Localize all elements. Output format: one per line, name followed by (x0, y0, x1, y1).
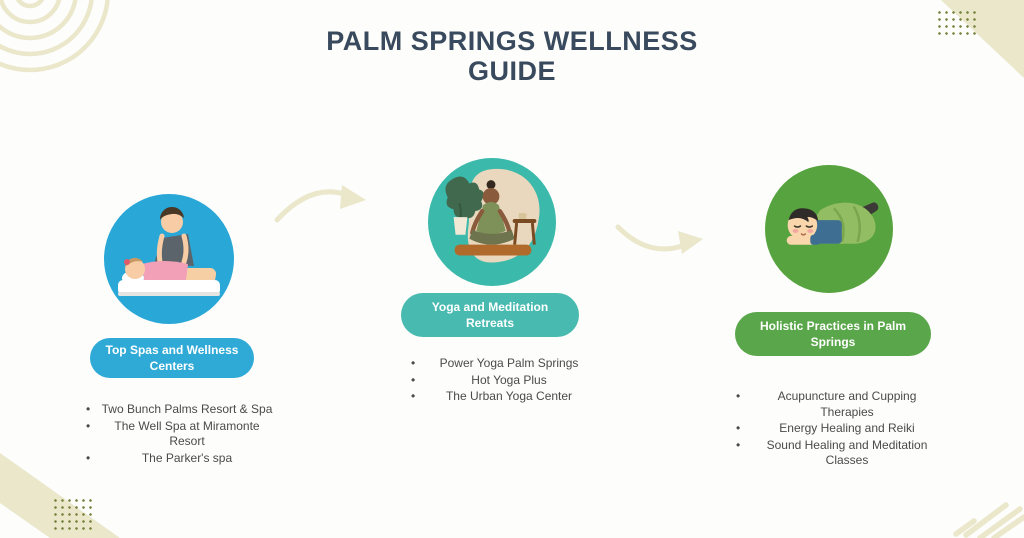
holistic-section-pill: Holistic Practices in Palm Springs (735, 312, 931, 356)
dot-grid-decoration (52, 497, 93, 532)
bullet-icon: • (736, 421, 741, 435)
yoga-section-circle (428, 158, 556, 286)
bullet-icon: • (86, 418, 91, 433)
diagonal-streaks-decoration (953, 502, 1024, 538)
bullet-icon: • (411, 389, 416, 403)
list-item: • The Well Spa at Miramonte Resort (78, 419, 274, 450)
spa-section-pill: Top Spas and Wellness Centers (90, 338, 254, 378)
list-item: • The Urban Yoga Center (403, 389, 593, 405)
yoga-section-label: Yoga and Meditation Retreats (431, 300, 549, 330)
list-item: • Power Yoga Palm Springs (403, 356, 593, 372)
spa-section-circle (104, 194, 234, 324)
holistic-list: • Acupuncture and Cupping Therapies • En… (728, 389, 944, 470)
list-item: • The Parker's spa (78, 451, 274, 467)
bullet-icon: • (411, 372, 416, 387)
spa-section-label: Top Spas and Wellness Centers (105, 343, 239, 373)
massage-illustration (118, 206, 220, 296)
bullet-icon: • (411, 356, 416, 370)
holistic-section-label: Holistic Practices in Palm Springs (759, 319, 907, 349)
list-item: • Sound Healing and Meditation Classes (728, 438, 944, 469)
concentric-arcs-decoration (0, 0, 110, 73)
page-title: PALM SPRINGS WELLNESS GUIDE (326, 26, 698, 86)
list-item: • Energy Healing and Reiki (728, 421, 944, 437)
yoga-section-pill: Yoga and Meditation Retreats (401, 293, 579, 337)
dot-grid-decoration (936, 9, 977, 37)
list-item: • Two Bunch Palms Resort & Spa (78, 402, 274, 418)
yoga-meditation-illustration (445, 168, 540, 263)
spa-list: • Two Bunch Palms Resort & Spa • The Wel… (78, 402, 274, 467)
holistic-section-circle (765, 165, 893, 293)
list-item: • Hot Yoga Plus (403, 373, 593, 389)
bullet-icon: • (736, 437, 741, 452)
list-item: • Acupuncture and Cupping Therapies (728, 389, 944, 420)
arrow-right-icon (615, 224, 703, 254)
yoga-list: • Power Yoga Palm Springs • Hot Yoga Plu… (403, 356, 593, 406)
resting-person-illustration (786, 202, 879, 245)
bullet-icon: • (86, 402, 91, 416)
bullet-icon: • (86, 450, 91, 465)
bullet-icon: • (736, 389, 741, 403)
arrow-right-icon (274, 185, 366, 223)
